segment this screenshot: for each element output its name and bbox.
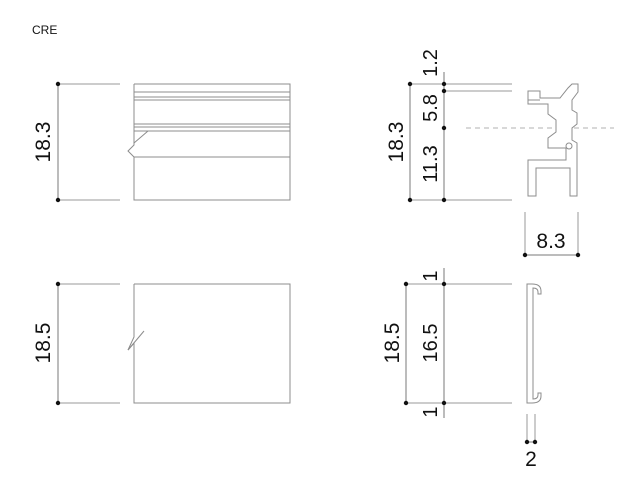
cover-cross-section xyxy=(526,283,542,404)
segment-label-middle: 16.5 xyxy=(420,324,442,363)
height-label: 18.5 xyxy=(32,323,55,364)
profile-outline xyxy=(127,83,291,201)
dimension-dot xyxy=(575,252,581,258)
dimension-dot xyxy=(524,439,530,445)
dimension-dot xyxy=(522,252,528,258)
cover-side-elevation xyxy=(127,283,291,404)
break-mark xyxy=(127,330,145,351)
dimension-dot xyxy=(441,81,447,87)
segment-label-bottom: 1 xyxy=(420,406,442,417)
profile-section-outline xyxy=(527,83,579,197)
profile-side-elevation xyxy=(127,83,291,201)
cover-section-outline xyxy=(526,283,542,404)
cover-outline xyxy=(127,283,291,404)
dimension-dot xyxy=(55,197,61,203)
dimension-dot xyxy=(441,197,447,203)
dimension-dot xyxy=(441,125,447,131)
dimension-dot xyxy=(55,81,61,87)
bottom-left-view: 18.5 xyxy=(32,281,291,406)
dimension-dot xyxy=(55,400,61,406)
height-label: 18.3 xyxy=(32,122,55,163)
top-left-view: 18.3 xyxy=(32,81,291,203)
break-mark xyxy=(133,130,149,144)
dimension-dot xyxy=(407,197,413,203)
dimension-dot xyxy=(532,439,538,445)
dimension-dot xyxy=(441,88,447,94)
bottom-right-view: 18.5 1 16.5 1 2 xyxy=(381,268,542,471)
segment-label-2: 5.8 xyxy=(420,94,442,122)
product-code-label: CRE xyxy=(32,23,57,37)
dimension-dot xyxy=(441,281,447,287)
width-label: 8.3 xyxy=(536,230,565,253)
dimension-dot xyxy=(55,281,61,287)
dimension-dot xyxy=(403,281,409,287)
dimension-dot xyxy=(441,400,447,406)
segment-label-3: 11.3 xyxy=(420,145,442,182)
total-height-label: 18.5 xyxy=(381,323,404,364)
profile-screw-port xyxy=(565,142,573,150)
dimension-dot xyxy=(403,400,409,406)
segment-label-1: 1.2 xyxy=(420,49,442,77)
profile-cross-section xyxy=(527,83,579,197)
width-label: 2 xyxy=(525,448,537,471)
dimension-dot xyxy=(407,81,413,87)
top-right-view: 18.3 1.2 5.8 11.3 8.3 xyxy=(385,49,614,258)
segment-label-top: 1 xyxy=(420,270,442,281)
total-height-label: 18.3 xyxy=(385,122,408,163)
